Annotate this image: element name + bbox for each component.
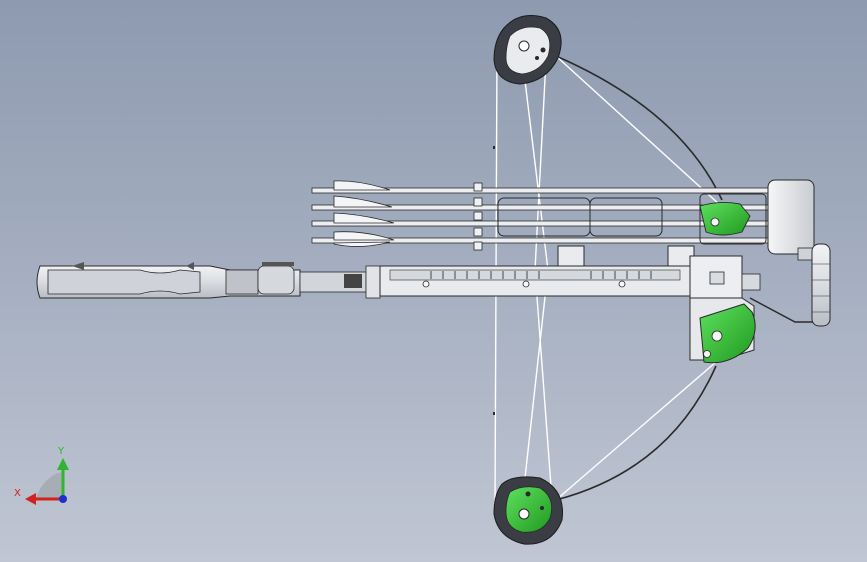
crank-handle <box>797 243 831 327</box>
upper-cam-housing <box>699 179 815 255</box>
bottom-cam-wheel <box>493 476 564 545</box>
arrow-1 <box>311 180 773 194</box>
top-cam-wheel <box>493 15 562 85</box>
lower-limb-cable <box>555 365 717 501</box>
arrow-fletch-lower <box>333 241 391 247</box>
quiver-frame <box>497 193 767 245</box>
rail <box>379 265 691 297</box>
upper-limb-cable <box>555 55 723 201</box>
arrow-4 <box>311 231 773 244</box>
rail-screws <box>422 280 626 288</box>
lower-cam-assembly <box>699 303 756 364</box>
string-marks <box>493 146 495 415</box>
rail-teeth <box>430 271 652 279</box>
stock <box>36 262 381 299</box>
arrow-quiver <box>311 180 773 251</box>
arrow-nocks <box>473 182 483 251</box>
arrow-3 <box>311 212 773 227</box>
